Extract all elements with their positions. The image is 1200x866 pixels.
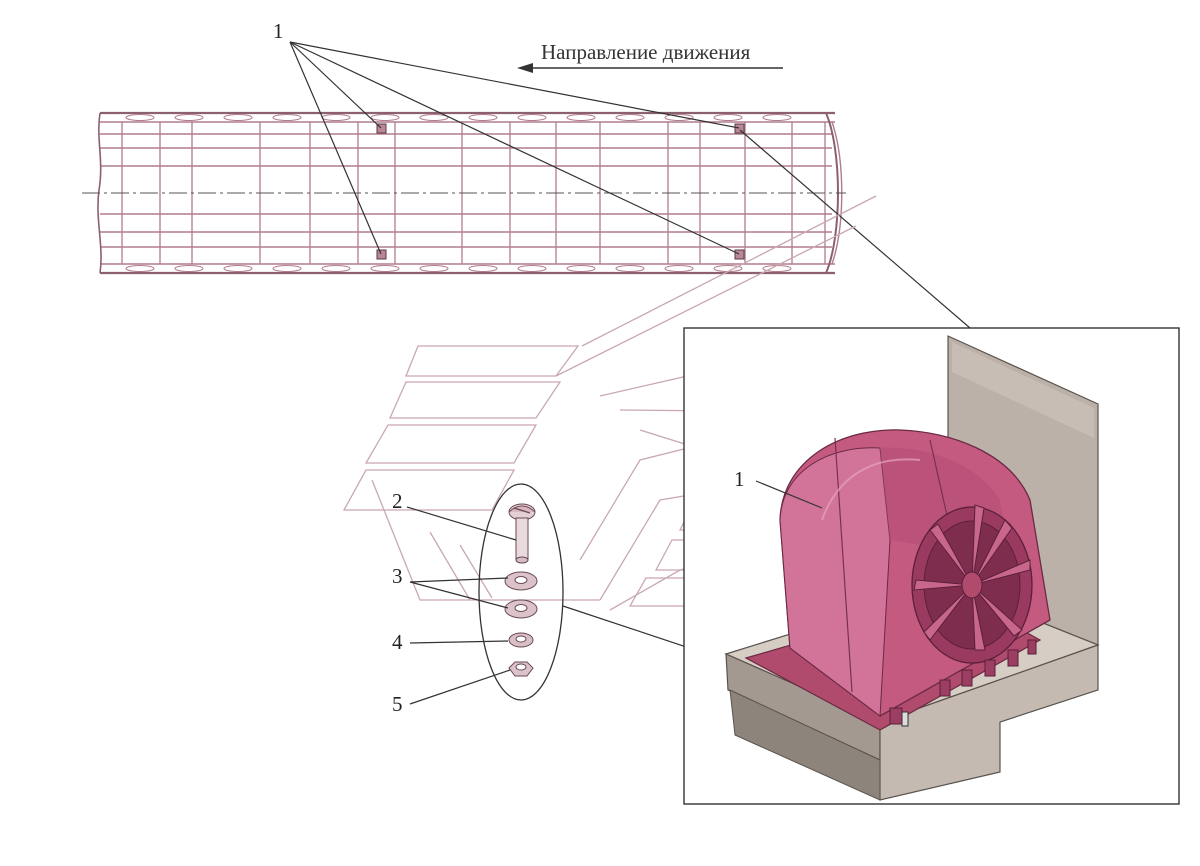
fan-housing bbox=[779, 429, 1051, 717]
frame-rib-slot bbox=[174, 264, 204, 273]
fan-mount-markers bbox=[376, 123, 745, 260]
frame-rib-slot bbox=[370, 113, 400, 122]
detail-leader-line bbox=[739, 129, 971, 329]
screw bbox=[508, 503, 536, 564]
mounting-bolt bbox=[901, 711, 909, 727]
frame-rib-slot bbox=[370, 264, 400, 273]
frame-rib-slot bbox=[272, 264, 302, 273]
frame-rib-slot bbox=[321, 113, 351, 122]
frame-rib-slot bbox=[125, 264, 155, 273]
frame-rib-slot bbox=[566, 264, 596, 273]
frame-rib-slot bbox=[468, 264, 498, 273]
frame-rib-slot bbox=[713, 113, 743, 122]
frame-rib-slots bbox=[125, 113, 792, 273]
hex-nut bbox=[508, 661, 534, 677]
frame-rib-slot bbox=[321, 264, 351, 273]
frame-rib-slot bbox=[419, 264, 449, 273]
callout-3: 3 bbox=[392, 564, 403, 588]
frame-rib-slot bbox=[566, 113, 596, 122]
frame-rib-slot bbox=[762, 113, 792, 122]
frame-rib-slot bbox=[468, 113, 498, 122]
fastener-group-outline bbox=[478, 483, 564, 701]
frame-rib-slot bbox=[664, 113, 694, 122]
detail-inset bbox=[683, 327, 1180, 805]
frame-rib-slot bbox=[272, 113, 302, 122]
callout-1-leaders bbox=[289, 41, 740, 255]
frame-rib-slot bbox=[517, 264, 547, 273]
frame-rib-slot bbox=[664, 264, 694, 273]
callout-5: 5 bbox=[392, 692, 403, 716]
frame-rib-slot bbox=[419, 113, 449, 122]
callout-1-top: 1 bbox=[273, 19, 284, 43]
frame-rib-slot bbox=[223, 113, 253, 122]
callout-1-inset: 1 bbox=[734, 467, 745, 491]
frame-rib-slot bbox=[517, 113, 547, 122]
frame-rib-slot bbox=[615, 264, 645, 273]
callout-2: 2 bbox=[392, 489, 403, 513]
direction-arrow bbox=[517, 63, 783, 73]
frame-rib-slot bbox=[174, 113, 204, 122]
impeller-blades bbox=[913, 504, 1031, 651]
flat-washer-lower bbox=[504, 599, 538, 619]
fastener-group bbox=[478, 483, 564, 701]
lock-washer bbox=[508, 632, 534, 648]
frame-rib-slot bbox=[615, 113, 645, 122]
inset-callout-1-leader bbox=[755, 480, 823, 509]
flat-washer-upper bbox=[504, 571, 538, 591]
callout-4: 4 bbox=[392, 630, 403, 654]
direction-of-travel-label: Направление движения bbox=[541, 40, 751, 64]
frame-rib-slot bbox=[125, 113, 155, 122]
frame-rib-slot bbox=[223, 264, 253, 273]
